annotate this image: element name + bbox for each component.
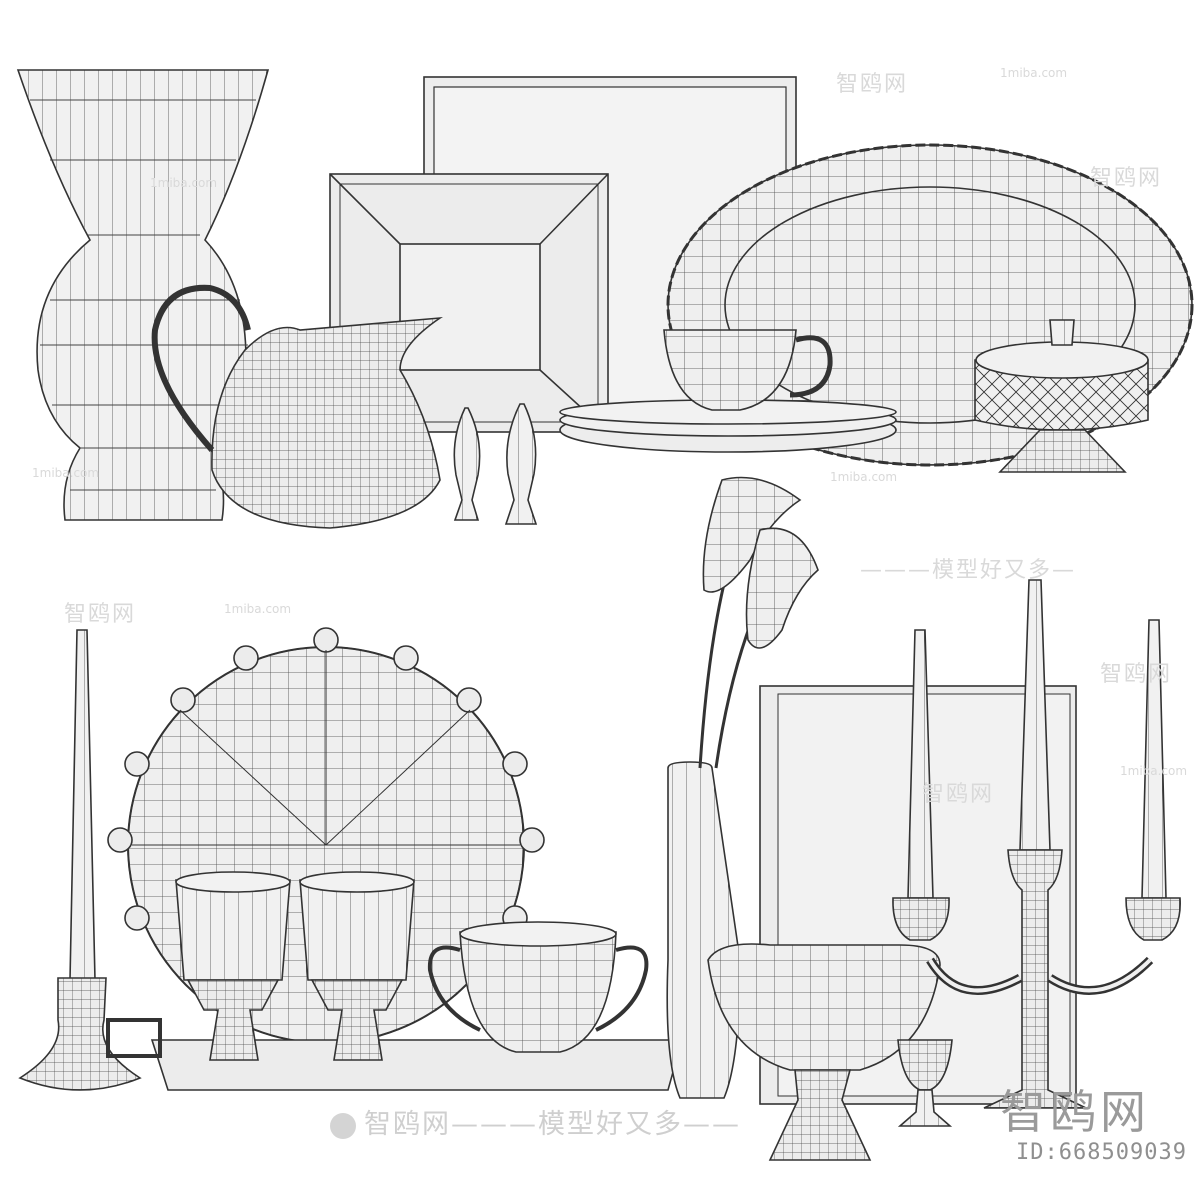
watermark-bottom-text: 智鸥网———模型好又多—— — [364, 1109, 741, 1140]
teacup — [663, 329, 833, 411]
tall-bud-vase — [666, 761, 741, 1099]
plate-stack — [559, 399, 897, 453]
three-arm-candelabra — [892, 579, 1181, 1109]
goblet-left — [175, 871, 291, 1061]
salt-shaker — [453, 407, 481, 521]
pepper-shaker — [504, 403, 538, 525]
small-egg-cup — [897, 1039, 953, 1127]
wire-pitcher — [151, 284, 443, 529]
lidded-trinket-box — [974, 319, 1149, 473]
rectangular-serving-tray — [106, 1018, 726, 1091]
tall-vase — [16, 69, 270, 521]
calla-lily-stems — [698, 476, 819, 769]
watermark-logo-icon — [330, 1112, 356, 1139]
footed-scalloped-bowl — [707, 943, 941, 1161]
watermark-bottom-banner: 智鸥网———模型好又多—— — [330, 1102, 741, 1141]
two-handled-bowl — [427, 921, 649, 1053]
goblet-right — [299, 871, 415, 1061]
single-candlestick — [18, 629, 142, 1091]
image-id-label: ID:668509039 — [1016, 1140, 1187, 1165]
